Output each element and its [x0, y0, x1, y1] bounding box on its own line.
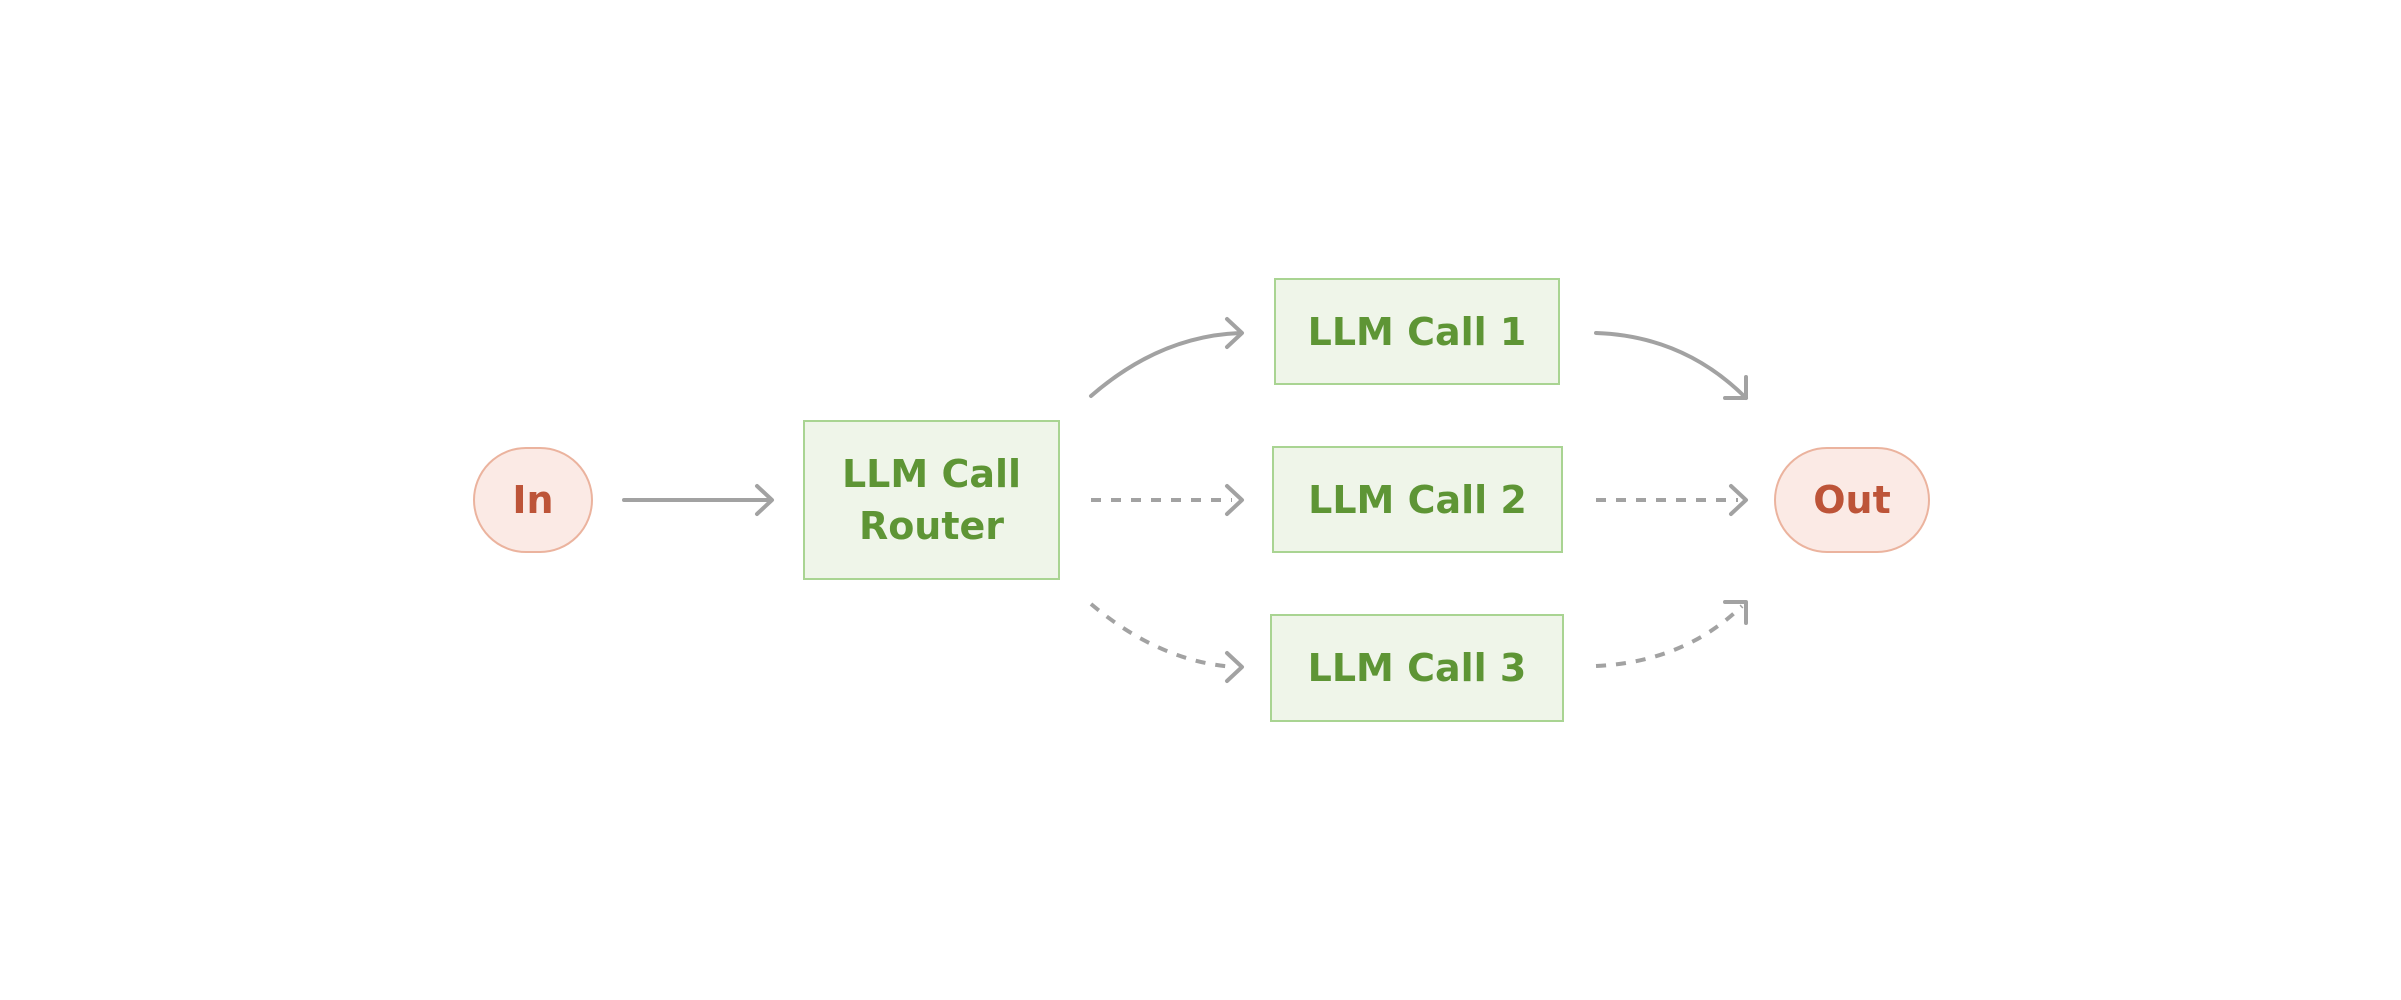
input-label: In: [512, 478, 554, 522]
arrow-call-3-to-out: [1595, 600, 1748, 668]
router-node: LLM Call Router: [803, 420, 1060, 580]
arrow-call-1-to-out: [1594, 331, 1748, 400]
llm-call-1-node: LLM Call 1: [1274, 278, 1560, 385]
llm-call-3-label: LLM Call 3: [1307, 646, 1527, 690]
llm-call-3-node: LLM Call 3: [1270, 614, 1564, 722]
arrow-in-to-router: [622, 484, 774, 516]
arrow-router-to-call-1: [1089, 317, 1244, 398]
arrow-router-to-call-3: [1089, 602, 1244, 683]
input-node: In: [473, 447, 593, 553]
output-node: Out: [1774, 447, 1930, 553]
arrow-call-2-to-out: [1596, 484, 1748, 516]
llm-call-2-label: LLM Call 2: [1308, 477, 1527, 522]
llm-call-1-label: LLM Call 1: [1307, 309, 1527, 354]
arrow-router-to-call-2: [1091, 484, 1244, 516]
output-label: Out: [1813, 478, 1891, 522]
router-label: LLM Call Router: [841, 452, 1022, 548]
llm-call-2-node: LLM Call 2: [1272, 446, 1563, 553]
